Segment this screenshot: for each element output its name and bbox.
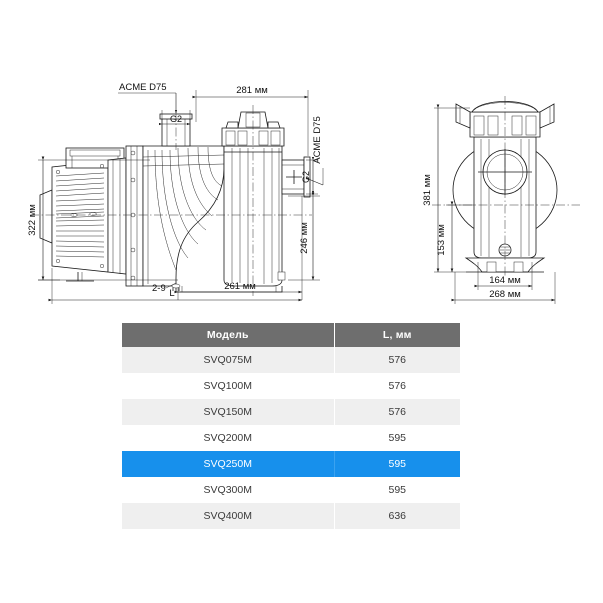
front-view-drawing: 381 мм 153 мм 164 мм 268 мм: [422, 96, 580, 304]
cell-model: SVQ100M: [122, 373, 335, 399]
dim-L: L: [169, 288, 174, 299]
cell-length: 595: [334, 425, 460, 451]
label-acme-right: ACME D75: [312, 116, 323, 164]
cell-model: SVQ250M: [122, 451, 335, 477]
dim-281: 281 мм: [236, 85, 268, 96]
cell-model: SVQ300M: [122, 477, 335, 503]
dim-268: 268 мм: [489, 289, 521, 300]
dim-g2-top: G2: [170, 114, 182, 124]
table-header-row: Модель L, мм: [122, 323, 460, 347]
drawings-svg: .ln{stroke:#1a1a1a;stroke-width:.8;fill:…: [27, 82, 580, 304]
cell-length: 576: [334, 399, 460, 425]
cell-model: SVQ075M: [122, 347, 335, 373]
cell-length: 636: [334, 503, 460, 529]
dim-322: 322 мм: [27, 204, 38, 236]
dim-261: 261 мм: [224, 281, 256, 292]
technical-drawings: .ln{stroke:#1a1a1a;stroke-width:.8;fill:…: [27, 82, 580, 304]
note-2-9: 2-9: [152, 283, 166, 294]
side-view-drawing: 322 мм 246 мм 281 мм G2 ACME D75: [27, 82, 324, 304]
dim-381: 381 мм: [422, 174, 433, 206]
cell-model: SVQ200M: [122, 425, 335, 451]
dim-153: 153 мм: [436, 224, 447, 256]
column-header-model: Модель: [122, 323, 335, 347]
cell-length: 576: [334, 347, 460, 373]
cell-model: SVQ150M: [122, 399, 335, 425]
cell-length: 595: [334, 451, 460, 477]
cell-length: 576: [334, 373, 460, 399]
cell-model: SVQ400M: [122, 503, 335, 529]
dim-164: 164 мм: [489, 275, 521, 286]
column-header-length: L, мм: [334, 323, 460, 347]
cell-length: 595: [334, 477, 460, 503]
dim-246: 246 мм: [299, 222, 310, 254]
dim-g2-right: G2: [301, 171, 311, 183]
label-acme-top: ACME D75: [119, 82, 167, 93]
